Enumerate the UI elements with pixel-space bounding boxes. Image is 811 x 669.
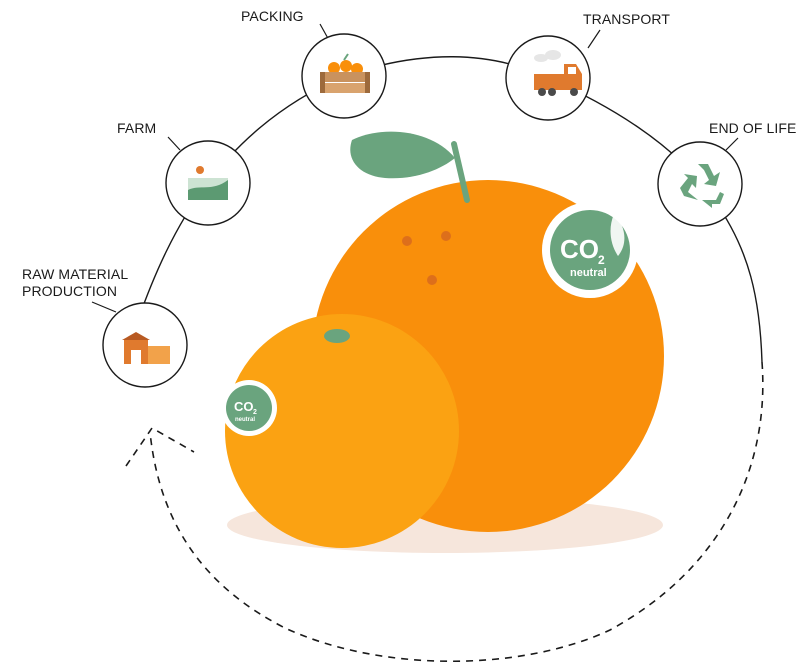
raw-material-node — [102, 302, 188, 388]
leader-farm — [167, 136, 181, 151]
farm-node — [165, 140, 251, 226]
transport-label: TRANSPORT — [583, 11, 670, 27]
leader-raw — [91, 301, 117, 313]
raw-material-label-line1: RAW MATERIAL — [22, 266, 129, 282]
dashed-return-arc — [149, 361, 764, 663]
recycle-icon — [680, 164, 724, 208]
leader-transport — [587, 29, 601, 49]
end-of-life-label: END OF LIFE — [709, 120, 797, 136]
raw-material-production-label: RAW MATERIAL PRODUCTION — [22, 266, 128, 300]
packing-node — [301, 33, 387, 119]
end-of-life-node — [657, 141, 743, 227]
crate-of-oranges-icon — [320, 53, 370, 93]
orange-stem — [451, 141, 470, 203]
farm-label: FARM — [117, 120, 157, 136]
co2-neutral-sticker-small — [221, 380, 277, 436]
raw-material-label-line2: PRODUCTION — [22, 283, 118, 299]
orange-pore — [402, 236, 412, 246]
leader-eol — [725, 137, 739, 151]
small-orange — [225, 314, 459, 548]
factory-icon — [122, 332, 170, 364]
dashed-arrow-head — [125, 426, 195, 467]
small-orange-stem-spot — [324, 329, 350, 343]
packing-label: PACKING — [241, 8, 304, 24]
orange-pore — [427, 275, 437, 285]
transport-node — [505, 35, 591, 121]
orange-pore — [441, 231, 451, 241]
farm-landscape-icon — [188, 166, 228, 200]
co2-neutral-sticker-large — [542, 202, 638, 298]
orange-leaf — [350, 131, 455, 179]
truck-icon — [534, 50, 582, 96]
